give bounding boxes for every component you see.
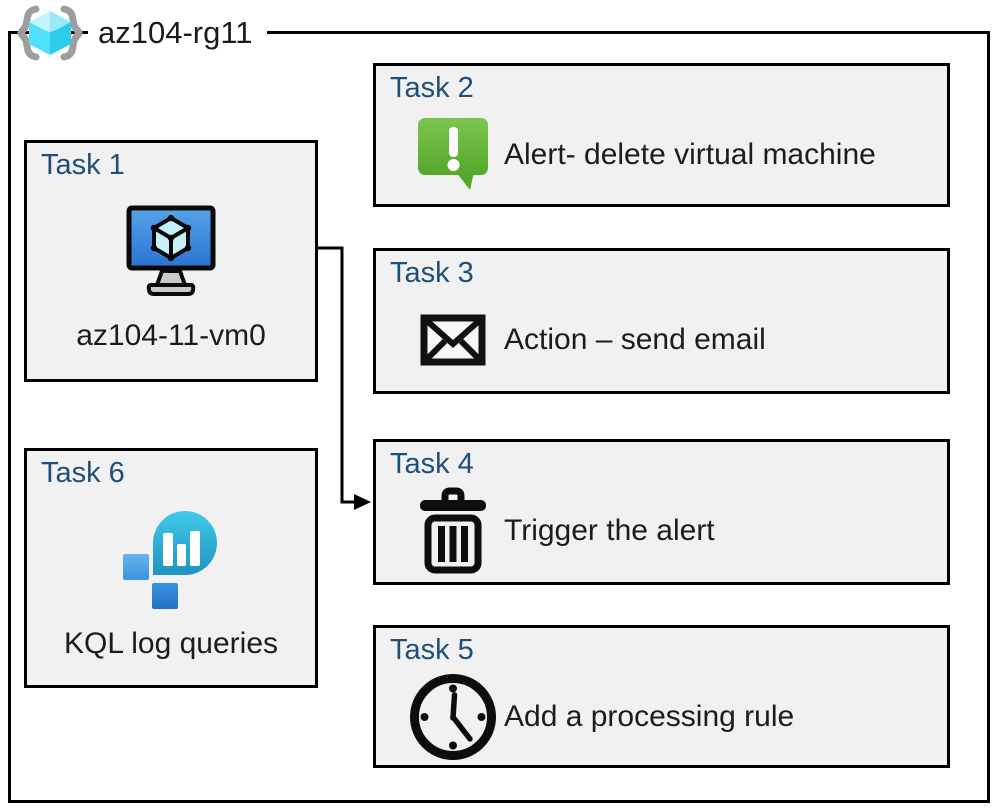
task2-box: Task 2 Alert- delete virtual machine <box>373 63 950 207</box>
task6-label: KQL log queries <box>63 627 278 660</box>
resource-group-label: az104-rg11 <box>12 2 267 64</box>
virtual-machine-icon <box>126 205 216 296</box>
clock-icon <box>410 674 496 760</box>
task1-title: Task 1 <box>41 149 125 181</box>
task5-label: Add a processing rule <box>504 700 795 733</box>
task4-box: Task 4 Trigger the alert <box>373 439 950 585</box>
arrowhead <box>354 494 371 510</box>
task1-label: az104-11-vm0 <box>76 319 266 352</box>
resource-group-boundary <box>8 31 990 803</box>
resource-group-name: az104-rg11 <box>88 2 267 64</box>
task3-label: Action – send email <box>504 323 766 356</box>
task6-title: Task 6 <box>41 457 125 489</box>
task2-title: Task 2 <box>390 72 474 104</box>
task3-title: Task 3 <box>390 257 474 289</box>
task2-label: Alert- delete virtual machine <box>504 138 876 171</box>
task1-box: Task 1 az104-11-vm0 <box>24 140 318 382</box>
task4-title: Task 4 <box>390 448 474 480</box>
task4-label: Trigger the alert <box>504 514 715 547</box>
task5-box: Task 5 Add a processing rule <box>373 625 950 768</box>
task6-box: Task 6 <box>24 448 318 688</box>
alert-badge-icon <box>417 117 488 190</box>
task5-title: Task 5 <box>390 634 474 666</box>
log-analytics-icon <box>122 511 217 609</box>
trash-icon <box>420 487 486 574</box>
task3-box: Task 3 Action – send email <box>373 248 950 394</box>
resource-group-icon <box>17 5 83 61</box>
email-envelope-icon <box>420 314 486 366</box>
